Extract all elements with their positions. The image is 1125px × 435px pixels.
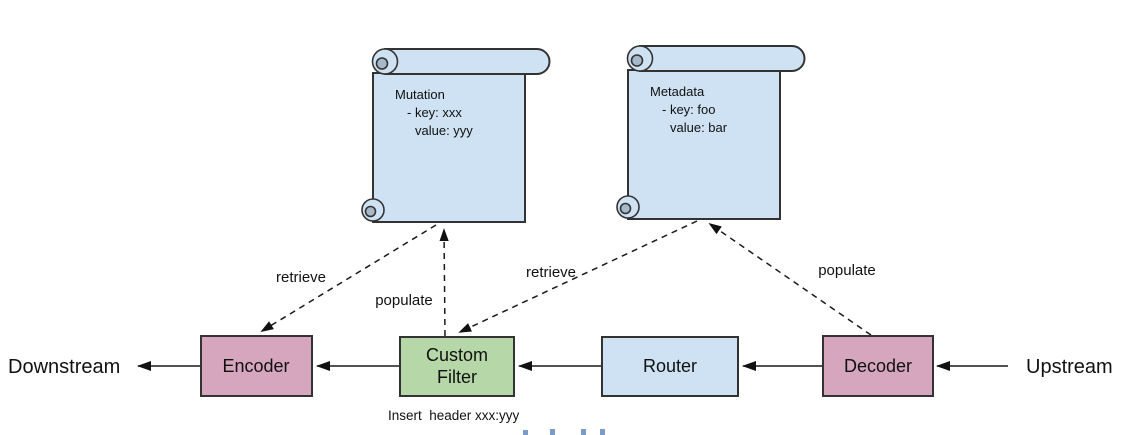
clipped-text-fragments	[523, 429, 605, 435]
encoder-box	[200, 335, 313, 397]
edge-label-populate-metadata: populate	[818, 262, 876, 279]
scroll-top-roll	[384, 48, 551, 75]
scroll-bottom-curl-shade	[364, 205, 377, 218]
clipped-text-fragment	[581, 429, 586, 435]
note-mutation-key: - key: xxx	[407, 105, 462, 120]
note-mutation-title: Mutation	[395, 87, 445, 102]
node-custom-filter: Custom Filter	[399, 336, 515, 397]
decoder-box	[822, 335, 934, 397]
custom-filter-box	[399, 336, 515, 397]
edge-label-retrieve-encoder: retrieve	[276, 269, 326, 286]
clipped-text-fragment	[523, 430, 528, 435]
arrow-decoder-to-metadata	[708, 222, 872, 336]
router-box	[601, 336, 739, 397]
note-metadata-key: - key: foo	[662, 102, 715, 117]
edge-label-retrieve-filter: retrieve	[526, 264, 576, 281]
arrow-mutation-to-encoder	[260, 224, 437, 332]
note-mutation: Mutation - key: xxx value: yyy	[361, 48, 551, 223]
upstream-label: Upstream	[1026, 356, 1113, 378]
scroll-top-roll	[639, 45, 806, 72]
note-mutation-value: value: yyy	[415, 123, 473, 138]
note-metadata-value: value: bar	[670, 120, 728, 135]
note-metadata: Metadata - key: foo value: bar	[616, 45, 806, 220]
arrow-metadata-to-filter	[458, 220, 698, 333]
note-metadata-title: Metadata	[650, 84, 705, 99]
node-encoder: Encoder	[200, 335, 313, 397]
edge-label-populate-mutation: populate	[375, 292, 433, 309]
node-decoder: Decoder	[822, 335, 934, 397]
insert-header-caption: Insert header xxx:yyy	[388, 408, 520, 423]
decoder-label: Decoder	[844, 356, 912, 376]
scroll-top-spiral-shade	[630, 54, 644, 67]
router-label: Router	[643, 356, 697, 376]
custom-filter-label-line2: Filter	[437, 367, 477, 387]
scroll-top-spiral-shade	[375, 57, 389, 70]
custom-filter-label-line1: Custom	[426, 345, 488, 365]
clipped-text-fragment	[600, 429, 605, 435]
clipped-text-fragment	[550, 429, 555, 435]
arrow-filter-to-mutation	[439, 228, 449, 337]
node-router: Router	[601, 336, 739, 397]
downstream-label: Downstream	[8, 356, 120, 378]
scroll-bottom-curl-shade	[619, 202, 632, 215]
encoder-label: Encoder	[222, 356, 289, 376]
